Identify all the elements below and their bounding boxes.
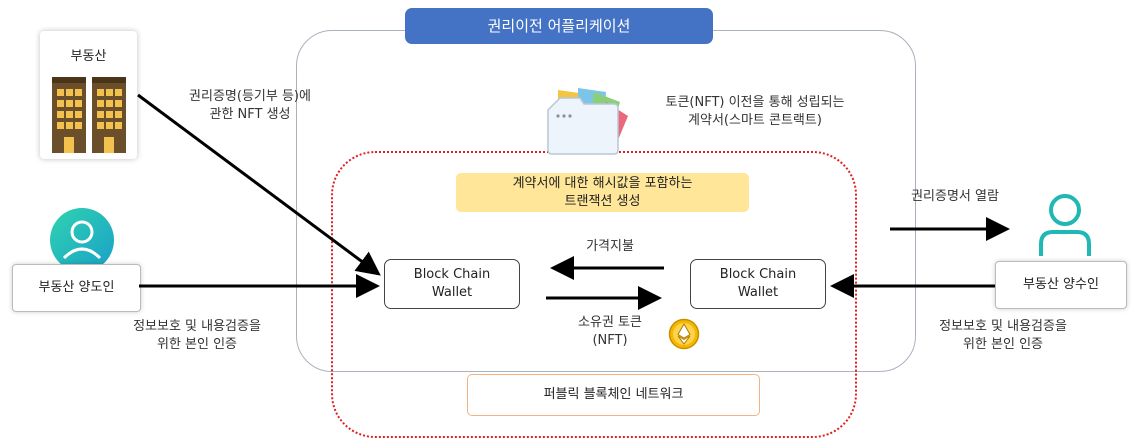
hash-line-2: 트랜잭션 생성 <box>564 194 641 209</box>
buyer-auth-line-2: 위한 본인 인증 <box>962 337 1044 352</box>
price-payment-label: 가격지불 <box>586 239 634 254</box>
nft-creation-line-2: 관한 NFT 생성 <box>209 107 291 122</box>
nft-creation-label: 권리증명(등기부 등)에 관한 NFT 생성 <box>150 88 350 124</box>
certificate-view-label: 권리증명서 열람 <box>911 189 999 204</box>
real-estate-label: 부동산 <box>70 49 107 64</box>
seller-wallet-line-1: Block Chain <box>413 267 491 282</box>
seller-wallet: Block Chain Wallet <box>384 259 520 309</box>
contract-folder-icon <box>547 88 628 155</box>
public-network-label: 퍼블릭 블록체인 네트워크 <box>467 374 760 416</box>
buyer-auth-line-1: 정보보호 및 내용검증을 <box>939 319 1067 334</box>
real-estate-card: 부동산 <box>40 31 137 159</box>
hash-line-1: 계약서에 대한 해시값을 포함하는 <box>512 176 693 191</box>
seller-auth-label: 정보보호 및 내용검증을 위한 본인 인증 <box>92 318 302 354</box>
ownership-token-line-1: 소유권 토큰 <box>578 315 642 330</box>
seller-auth-line-1: 정보보호 및 내용검증을 <box>133 319 261 334</box>
contract-line-2: 계약서(스마트 콘트랙트) <box>688 113 822 128</box>
ethereum-coin-icon <box>668 318 700 350</box>
buyer-wallet-line-1: Block Chain <box>719 267 797 282</box>
ownership-token-label: 소유권 토큰 (NFT) <box>560 314 660 350</box>
seller-auth-line-2: 위한 본인 인증 <box>156 337 238 352</box>
contract-label: 토큰(NFT) 이전을 통해 성립되는 계약서(스마트 콘트랙트) <box>640 94 870 130</box>
buyer-wallet: Block Chain Wallet <box>690 259 826 309</box>
buyer-auth-label: 정보보호 및 내용검증을 위한 본인 인증 <box>898 318 1108 354</box>
hash-transaction-box: 계약서에 대한 해시값을 포함하는 트랜잭션 생성 <box>456 173 749 212</box>
building-icon <box>52 77 126 153</box>
nft-creation-line-1: 권리증명(등기부 등)에 <box>189 89 311 104</box>
buyer-person-icon <box>1039 194 1091 256</box>
seller-person-icon <box>50 208 114 272</box>
buyer-wallet-line-2: Wallet <box>737 285 779 300</box>
contract-line-1: 토큰(NFT) 이전을 통해 성립되는 <box>665 95 845 110</box>
ownership-token-line-2: (NFT) <box>592 333 628 348</box>
buyer-box: 부동산 양수인 <box>995 261 1127 309</box>
app-title: 권리이전 어플리케이션 <box>405 8 713 44</box>
seller-box: 부동산 양도인 <box>12 264 141 312</box>
seller-wallet-line-2: Wallet <box>431 285 473 300</box>
